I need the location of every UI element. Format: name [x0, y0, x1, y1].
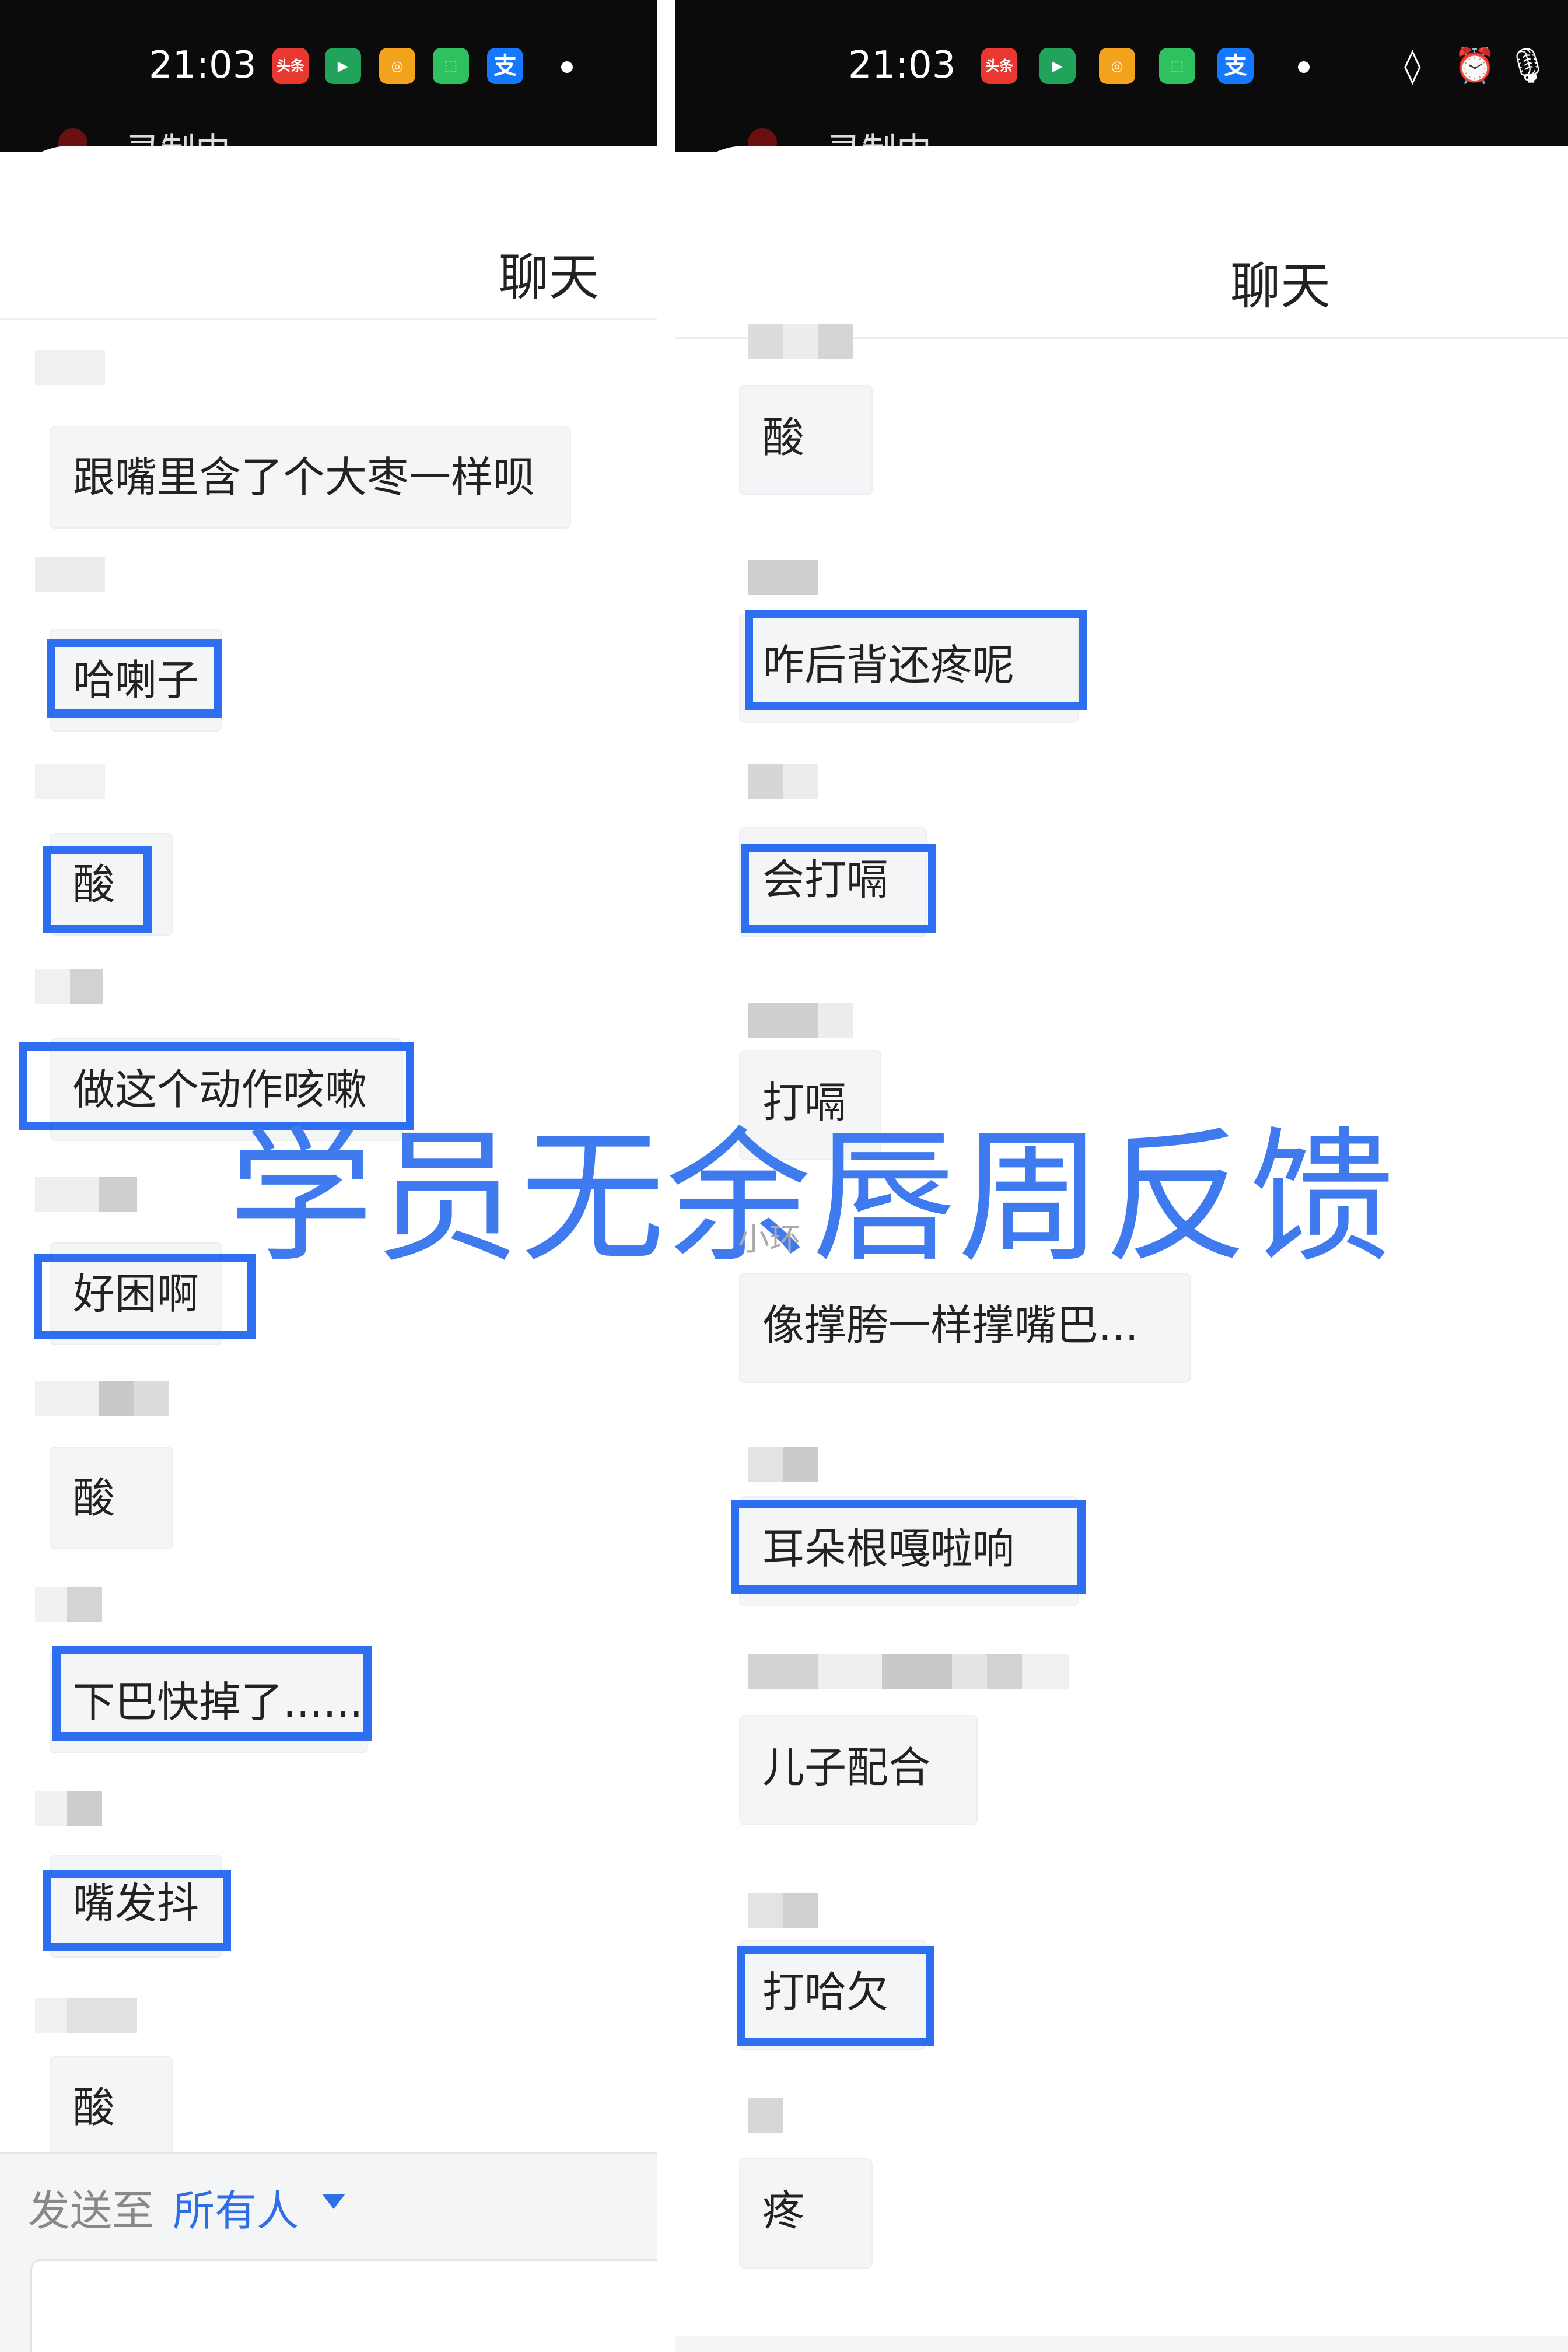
microphone-icon: 🎙 [1506, 46, 1549, 85]
message-bubble: 像撑胯一样撑嘴巴... [739, 1273, 1191, 1383]
message-text: 嘴发抖 [73, 1879, 200, 1928]
sender-name [35, 1791, 102, 1826]
message-text: 像撑胯一样撑嘴巴... [762, 1301, 1139, 1350]
input-bar: 发送至 所有人 [0, 2152, 657, 2352]
sender-name [35, 350, 105, 385]
message-text: 下巴快掉了...... [73, 1678, 363, 1727]
alarm-icon: ⏰ [1454, 46, 1496, 85]
browser-icon: ◎ [379, 48, 415, 84]
highlight-box [745, 610, 1087, 710]
send-to-label: 发送至 [28, 2186, 155, 2235]
message-bubble: 酸 [50, 2056, 173, 2159]
status-bar: 21:03 头条 ▶ ◎ ⬚ 支 ◊ ⏰ 🎙 录制中 [675, 0, 1568, 172]
message-text: 哈喇子 [73, 656, 200, 705]
video-icon: ▶ [325, 48, 361, 84]
highlight-box [19, 1042, 414, 1130]
chevron-down-icon[interactable] [322, 2194, 345, 2209]
sender-name [35, 970, 105, 1005]
message-text: 做这个动作咳嗽 [73, 1065, 368, 1114]
browser-icon: ◎ [1099, 48, 1135, 84]
highlight-box [52, 1646, 372, 1741]
message-text: 会打嗝 [762, 855, 889, 904]
highlight-box [43, 1870, 231, 1951]
sender-name [748, 1447, 818, 1482]
message-text: 儿子配合 [762, 1743, 931, 1792]
message-bubble: 酸 [739, 385, 873, 495]
highlight-box [43, 846, 152, 933]
message-text: 跟嘴里含了个大枣一样呗 [73, 453, 536, 502]
highlight-box [737, 1946, 935, 2046]
message-input[interactable] [30, 2259, 657, 2352]
video-icon: ▶ [1040, 48, 1076, 84]
sender-name [35, 557, 105, 592]
message-bubble: 儿子配合 [739, 1715, 978, 1825]
faint-label: 小环 [738, 1221, 801, 1258]
status-bar: 21:03 头条 ▶ ◎ ⬚ 支 录制中 [0, 0, 657, 172]
message-text: 酸 [73, 2083, 116, 2132]
header-divider [0, 318, 657, 320]
sender-name [35, 1381, 169, 1416]
message-text: 打哈欠 [762, 1968, 889, 2017]
message-text: 咋后背还疼呢 [762, 640, 1015, 690]
panel-gutter [657, 0, 675, 2352]
message-text: 疼 [762, 2186, 805, 2235]
sender-name [748, 2098, 783, 2133]
alipay-icon: 支 [487, 48, 523, 84]
message-text: 酸 [73, 1474, 116, 1522]
highlight-box [741, 844, 936, 933]
highlight-box [731, 1500, 1086, 1594]
shop-icon: ⬚ [433, 48, 469, 84]
highlight-box [34, 1254, 256, 1339]
sender-name [748, 764, 818, 799]
message-bubble: 疼 [739, 2158, 873, 2269]
highlight-box [47, 639, 222, 718]
sender-name [35, 1177, 137, 1212]
sender-name [748, 560, 818, 595]
message-text: 打嗝 [762, 1078, 847, 1127]
message-text: 耳朵根嘎啦响 [762, 1524, 1015, 1573]
input-bar-edge [675, 2336, 1568, 2352]
left-screenshot-panel: 21:03 头条 ▶ ◎ ⬚ 支 录制中 聊天 跟嘴里含了个大枣一样呗 哈喇子 … [0, 0, 657, 2352]
sender-name [35, 1998, 137, 2033]
sender-name [748, 1893, 818, 1928]
sender-name [35, 764, 105, 799]
more-notifications-icon [1298, 61, 1310, 73]
watermark-title: 学员无余唇周反馈 [229, 1114, 1395, 1282]
toutiao-icon: 头条 [272, 48, 309, 84]
alipay-icon: 支 [1217, 48, 1254, 84]
right-screenshot-panel: 21:03 头条 ▶ ◎ ⬚ 支 ◊ ⏰ 🎙 录制中 聊天 酸 咋后背还疼呢 会… [675, 0, 1568, 2352]
status-clock: 21:03 [848, 44, 956, 87]
message-text: 酸 [762, 413, 805, 462]
toutiao-icon: 头条 [981, 48, 1017, 84]
more-notifications-icon [561, 61, 573, 73]
message-text: 酸 [73, 860, 116, 909]
message-bubble: 打嗝 [739, 1050, 881, 1160]
recipient-selector[interactable]: 所有人 [173, 2186, 299, 2235]
header-divider [675, 337, 1568, 339]
status-clock: 21:03 [149, 44, 257, 87]
chat-title: 聊天 [1230, 257, 1331, 316]
shop-icon: ⬚ [1159, 48, 1195, 84]
sender-name [35, 1587, 102, 1622]
sender-name [748, 1003, 853, 1038]
message-bubble: 酸 [50, 1447, 173, 1549]
sender-name [748, 1654, 1069, 1689]
message-bubble: 跟嘴里含了个大枣一样呗 [50, 426, 571, 528]
sender-name [748, 324, 853, 359]
chat-title: 聊天 [499, 249, 599, 307]
water-drop-icon: ◊ [1404, 46, 1421, 85]
message-text: 好困啊 [73, 1269, 200, 1318]
